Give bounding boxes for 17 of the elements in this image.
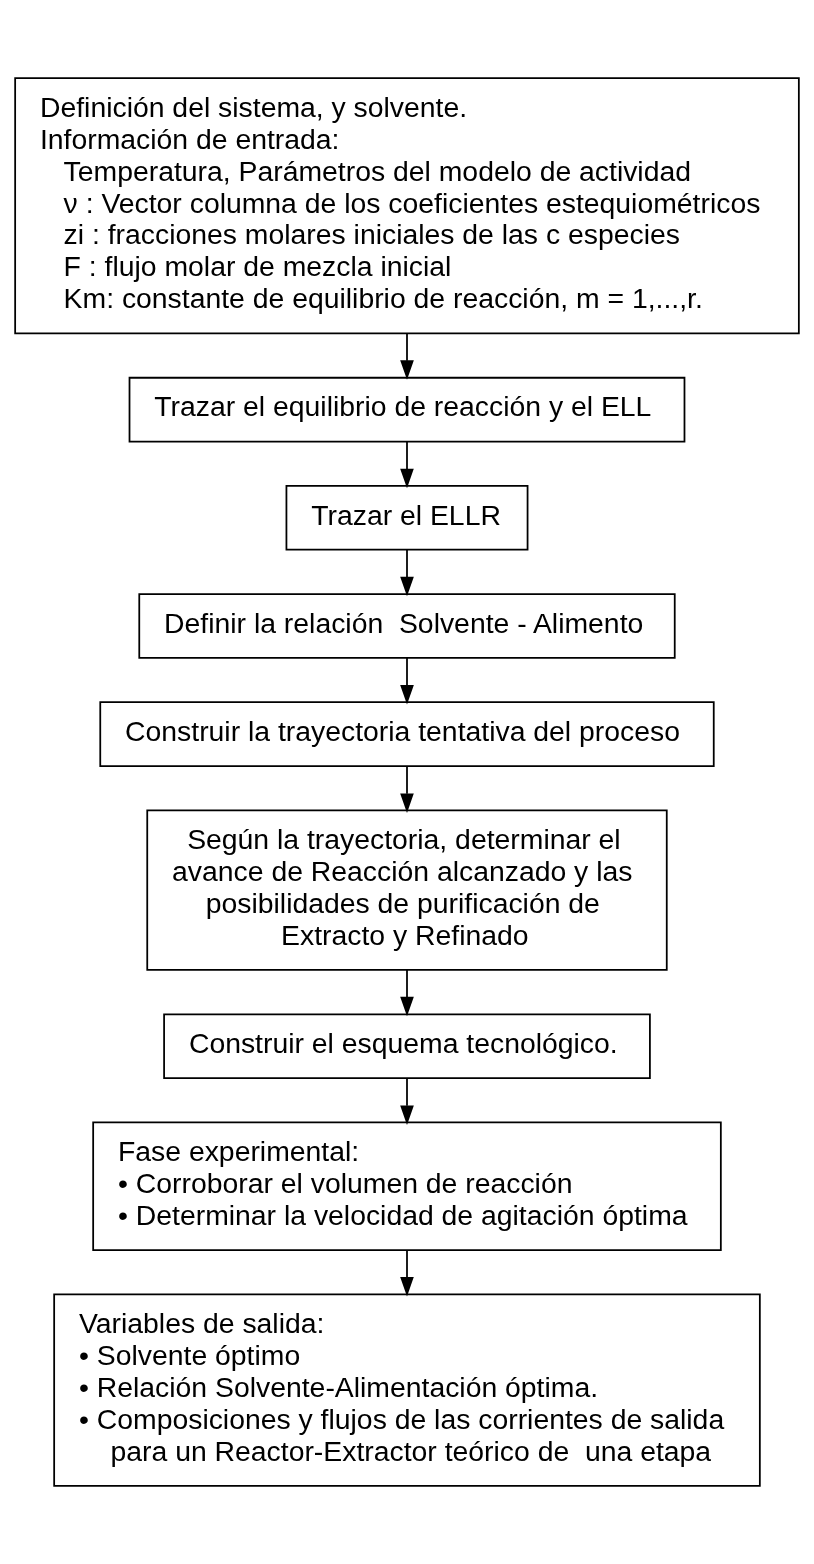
node-box: Construir el esquema tecnológico. [163,1013,651,1079]
node-box: Fase experimental: • Corroborar el volumen de reacción • Determinar la velocidad de agitación óptima [92,1121,722,1251]
node-box: Variables de salida: • Solvente óptimo • Relación Solvente-Alimentación óptima. • Composiciones y flujos de las corrientes de salida para un Reactor-Extractor teórico de una etapa [53,1293,761,1487]
node-box: Trazar el equilibrio de reacción y el ELL [128,376,686,443]
arrow [400,969,414,1017]
node-box: Según la trayectoria, determinar el avance de Reacción alcanzado y las posibilidades de purificación de Extracto y Refinado [146,809,668,971]
arrow [400,548,414,597]
node-box: Trazar el ELLR [285,485,529,551]
arrow [400,657,414,705]
arrow [400,765,414,813]
node-box: Construir la trayectoria tentativa del proceso [99,701,715,767]
arrow [400,332,414,380]
arrow [400,440,414,489]
node-box: Definir la relación Solvente - Alimento [138,593,676,659]
arrow [400,1077,414,1126]
node-box: Definición del sistema, y solvente. Información de entrada: Temperatura, Parámetros del modelo de actividad ν : Vector columna de los coeficientes estequiométricos zi : fracciones molares iniciales de las c especies F : flujo molar de mezcla inicial Km: constante de equilibrio de reacción, m = 1,...,r. [14,77,800,335]
arrow [400,1249,414,1297]
